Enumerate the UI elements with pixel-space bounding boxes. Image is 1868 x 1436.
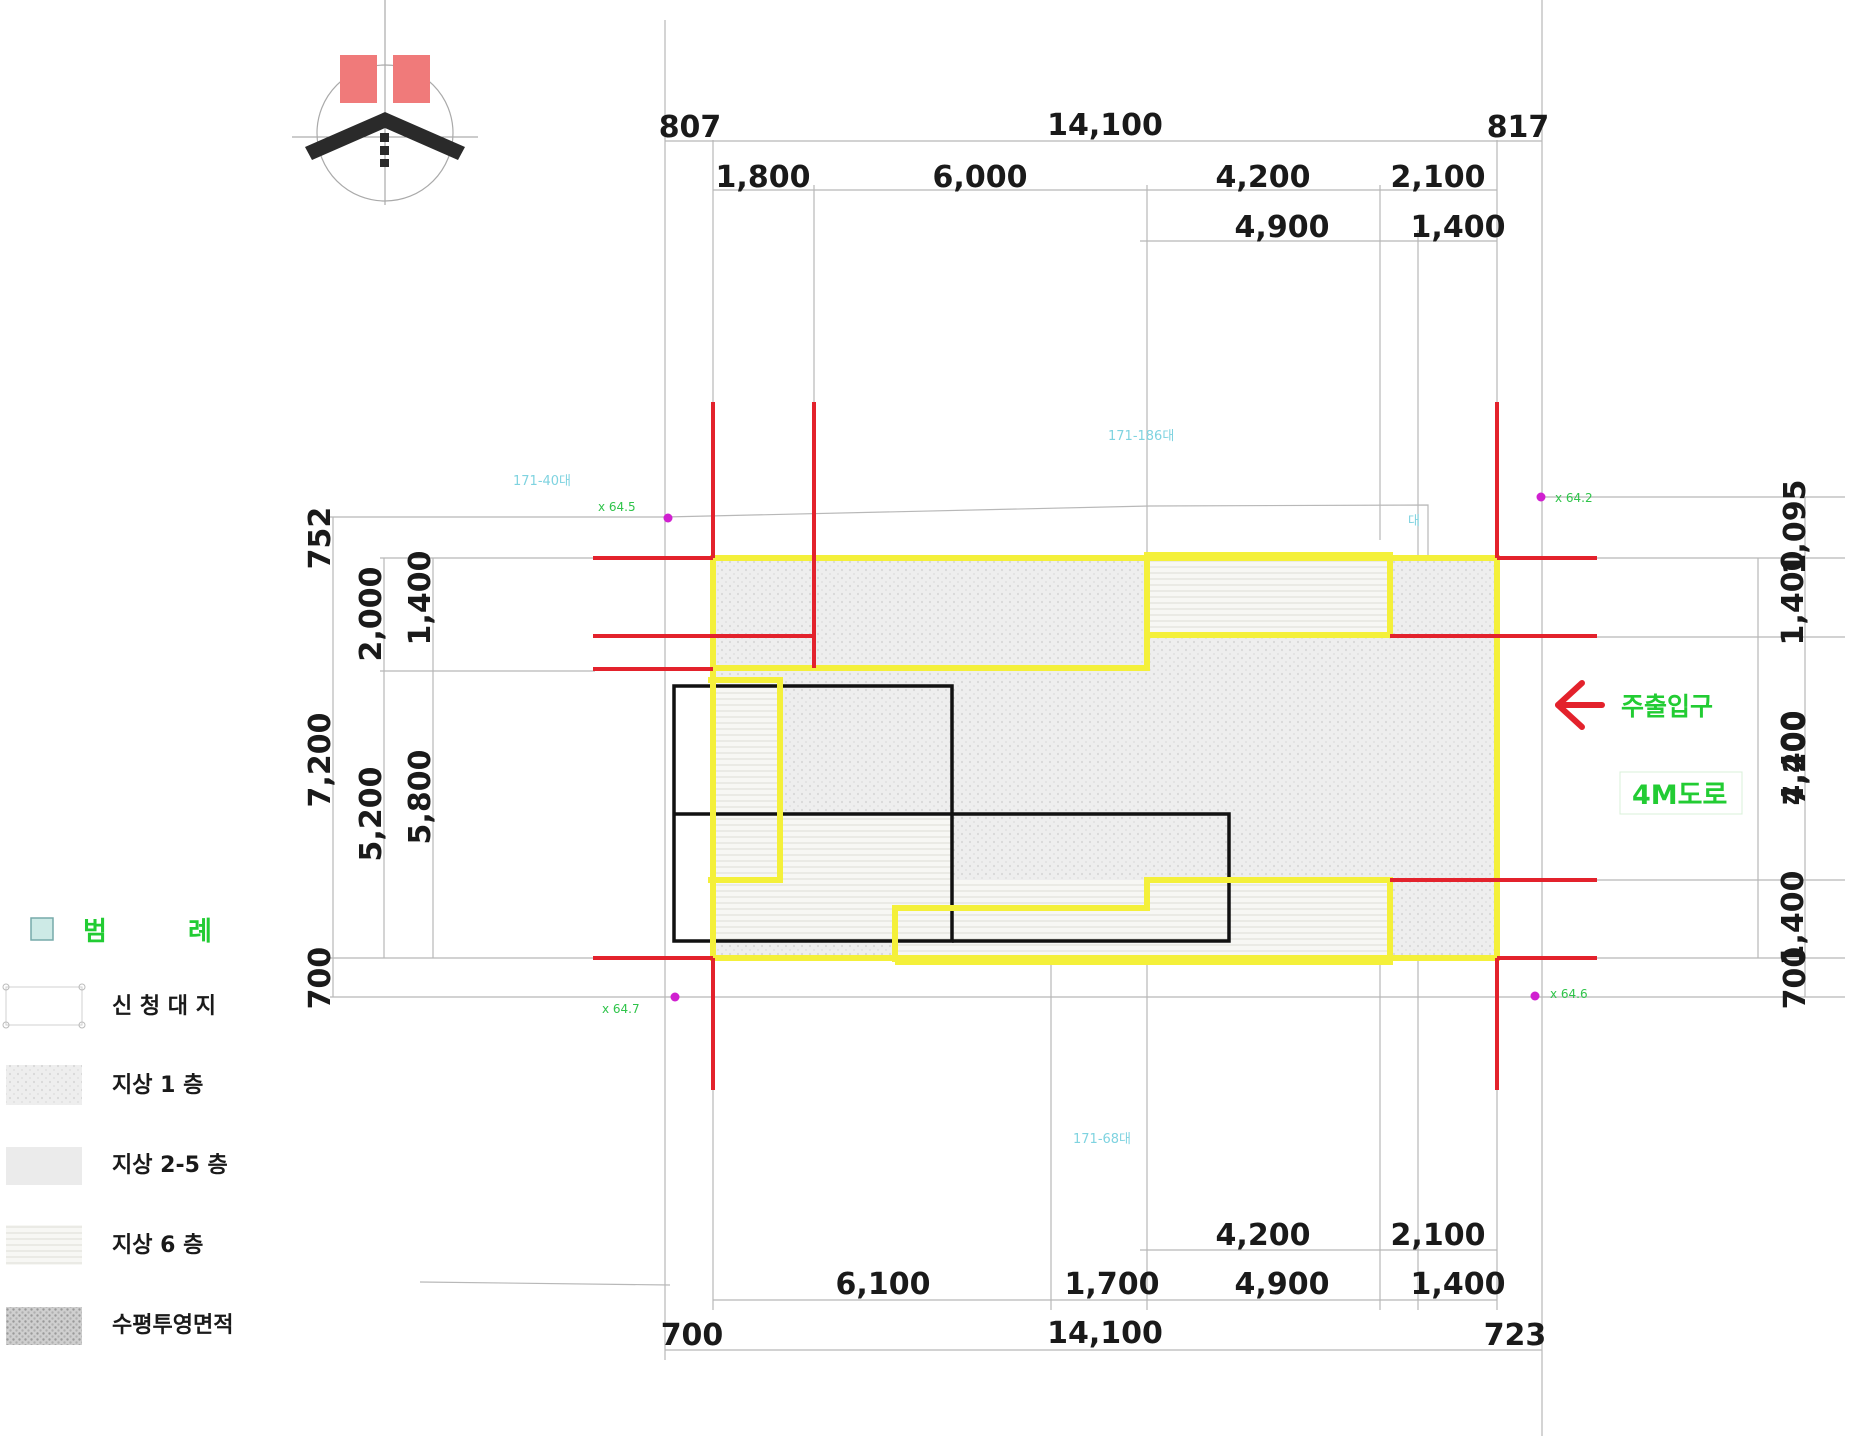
survey-points	[663, 492, 1546, 1002]
legend-label-floor2-5: 지상 2-5 층	[112, 1153, 228, 1178]
dim-top-left-setback: 807	[659, 110, 722, 145]
lot-label-corner: 대	[1408, 514, 1420, 529]
legend-label-projection: 수평투영면적	[112, 1313, 233, 1338]
dim-bottom-1400: 1,400	[1411, 1267, 1506, 1302]
dim-bottom-2100: 2,100	[1391, 1218, 1486, 1253]
elevation-top-left: x 64.5	[598, 500, 636, 514]
extension-lines	[330, 0, 1845, 1436]
legend-label-floor1: 지상 1 층	[112, 1073, 203, 1098]
lot-label-top: 171-186대	[1108, 429, 1174, 444]
dim-right-700: 700	[1778, 947, 1813, 1010]
road-label-box	[1619, 771, 1743, 815]
building-footprint	[710, 555, 1497, 960]
setback-lines	[593, 402, 1597, 1090]
dim-top-6000: 6,000	[933, 160, 1028, 195]
dim-top-right-setback: 817	[1487, 110, 1550, 145]
road-label: 4M도로	[1632, 780, 1727, 811]
dim-left-5200: 5,200	[354, 767, 389, 862]
elevation-top-right: x 64.2	[1555, 491, 1593, 505]
dim-bottom-right-setback: 723	[1484, 1318, 1547, 1353]
dim-bottom-left-setback: 700	[661, 1318, 724, 1353]
legend-swatch-floor1	[6, 1065, 82, 1105]
survey-point	[663, 513, 673, 523]
dim-top-1800: 1,800	[716, 160, 811, 195]
dim-right-1400-top: 1,400	[1776, 551, 1811, 646]
dim-bottom-1700: 1,700	[1065, 1267, 1160, 1302]
elevation-bottom-left: x 64.7	[602, 1002, 640, 1016]
floor6-area-north	[1147, 555, 1390, 635]
dim-right-1400-bottom: 1,400	[1776, 871, 1811, 966]
dim-top-2100: 2,100	[1391, 160, 1486, 195]
dim-left-1400: 1,400	[403, 551, 438, 646]
legend-swatch-floor6	[6, 1225, 82, 1265]
dim-right-7200: 7,200	[1778, 711, 1813, 806]
dim-left-5800: 5,800	[403, 750, 438, 845]
dim-right-1095: 1,095	[1778, 480, 1813, 575]
entrance-arrow-icon	[1555, 680, 1605, 730]
floor6-area-south	[895, 880, 1390, 960]
north-arrow-icon	[292, 0, 478, 205]
elevation-bottom-right: x 64.6	[1550, 987, 1588, 1001]
legend-label-site: 신 청 대 지	[112, 994, 216, 1019]
floor-outline	[708, 552, 1500, 965]
legend: 범 례 신 청 대 지 지상 1 층 지상 2-5 층 지상 6 층 수평투영면…	[2, 917, 233, 1345]
lot-label-left: 171-40대	[513, 474, 571, 489]
dim-top-1400: 1,400	[1411, 210, 1506, 245]
dim-top-4200: 4,200	[1216, 160, 1311, 195]
survey-point	[670, 992, 680, 1002]
dim-bottom-total: 14,100	[1047, 1316, 1163, 1351]
dim-bottom-4200: 4,200	[1216, 1218, 1311, 1253]
legend-icon	[30, 917, 54, 941]
survey-point	[1530, 991, 1540, 1001]
dim-bottom-6100: 6,100	[836, 1267, 931, 1302]
dim-left-7200: 7,200	[303, 713, 338, 808]
dim-top-4900: 4,900	[1235, 210, 1330, 245]
dim-right-4400: 4,400	[1776, 711, 1811, 806]
dim-left-2000: 2,000	[354, 567, 389, 662]
dim-left-700: 700	[303, 947, 338, 1010]
floor2-5-area-north	[713, 558, 1147, 668]
legend-label-floor6: 지상 6 층	[112, 1233, 203, 1258]
dim-top-total: 14,100	[1047, 108, 1163, 143]
dim-left-752: 752	[303, 507, 338, 570]
legend-title-left: 범	[83, 917, 107, 947]
dim-bottom-4900: 4,900	[1235, 1267, 1330, 1302]
legend-swatch-projection	[6, 1307, 82, 1345]
legend-title-right: 례	[188, 917, 212, 947]
survey-point	[1536, 492, 1546, 502]
legend-swatch-floor2-5	[6, 1147, 82, 1185]
legend-swatch-site	[5, 986, 83, 1026]
lot-label-bottom: 171-68대	[1073, 1132, 1131, 1147]
main-entrance-label: 주출입구	[1621, 692, 1713, 721]
